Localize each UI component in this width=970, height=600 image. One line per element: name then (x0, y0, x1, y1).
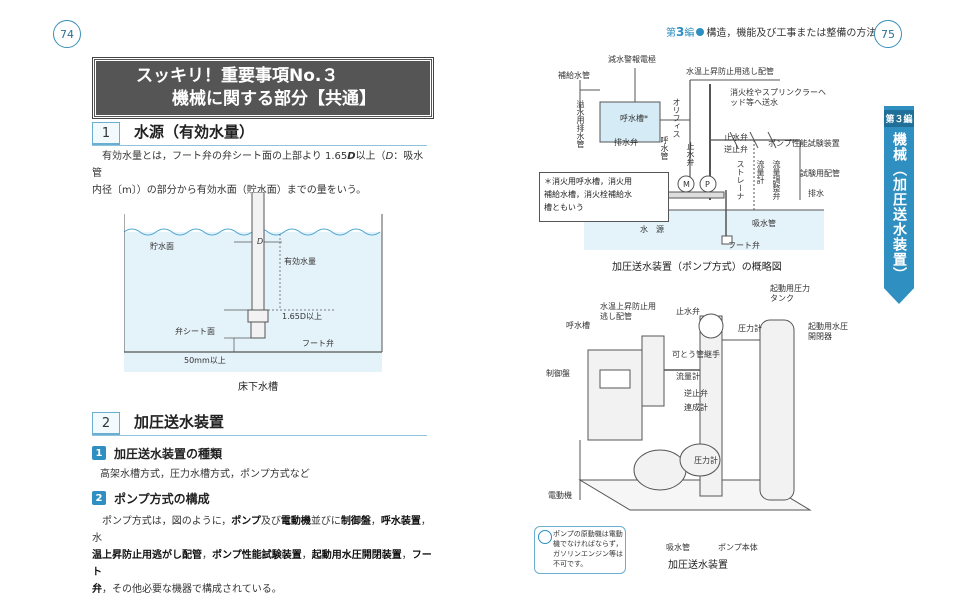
label-foot: フート弁 (728, 241, 760, 250)
label-overflow: 溢水用排水管 (576, 100, 585, 148)
label-source: 水 源 (640, 225, 664, 234)
label-flexible: 可とう管継手 (672, 350, 720, 359)
label-test-pipe: 試験用配管 (800, 169, 840, 178)
label-low-water: 減水警報電極 (608, 55, 656, 64)
label-gauge2: 圧力計 (694, 456, 718, 465)
side-tab-part: 第３編 (884, 110, 914, 127)
right-page-header: 第3編構造，機能及び工事または整備の方法 (666, 25, 877, 39)
label-D: D (257, 237, 264, 246)
page-title-box: スッキリ！重要事項No.３ 機械に関する部分【共通】 (92, 57, 434, 119)
label-valve-seat: 弁シート面 (175, 327, 215, 336)
label-pump-body: ポンプ本体 (718, 543, 758, 552)
label-165D: 1.65D以上 (282, 312, 322, 321)
label-gauge: 圧力計 (738, 324, 762, 333)
label-flow-meter: 流量計 (756, 160, 765, 184)
label-flowmeter: 流量計 (676, 372, 700, 381)
note-lens-icon (538, 530, 552, 544)
label-priming-tank: 呼水槽 (566, 321, 590, 330)
right-page-number: 75 (874, 20, 902, 48)
label-drain: 排水 (808, 189, 824, 198)
water-tank-diagram (124, 192, 383, 372)
side-tab: 第３編 機械（加圧送水装置） (884, 106, 914, 304)
label-motor: 電動機 (548, 491, 572, 500)
label-orifice: オリフィス (672, 98, 681, 138)
sub2-number: 2 (92, 491, 106, 505)
label-check: 逆止弁 (684, 389, 708, 398)
sub1-number: 1 (92, 446, 106, 460)
label-suction: 吸水管 (752, 219, 776, 228)
side-tab-title: 機械（加圧送水装置） (891, 132, 907, 282)
label-check-valve: 逆止弁 (724, 145, 748, 154)
label-50mm: 50mm以上 (184, 356, 226, 365)
label-to-hydrant: 消火栓やスプリンクラーヘッド等へ送水 (730, 88, 826, 107)
sub1-heading: 加圧送水装置の種類 (114, 447, 223, 461)
section1-text: 有効水量とは，フート弁の弁シート面の上部より 1.65D以上（D：吸水管 内径〔… (92, 151, 424, 196)
label-pump-P: P (705, 180, 710, 189)
label-drain-valve: 排水弁 (614, 138, 638, 147)
diagram2-caption: 加圧送水装置 (668, 560, 728, 571)
label-relief: 水温上昇防止用逃し配管 (600, 302, 656, 321)
section2-number: 2 (92, 412, 120, 435)
label-motor-M: M (683, 180, 690, 189)
label-effective-volume: 有効水量 (284, 257, 316, 266)
diagram2-caption-top: 加圧送水装置（ポンプ方式）の概略図 (612, 262, 782, 273)
label-water-surface: 貯水面 (150, 242, 174, 251)
title-line1: スッキリ！重要事項No.３ (136, 66, 339, 86)
label-suction2: 吸水管 (666, 543, 690, 552)
label-flow-adj: 流量調整弁 (772, 160, 781, 200)
section2-underline (92, 435, 427, 436)
label-perf-pipe: ポンプ性能試験装置 (768, 139, 840, 148)
label-stop: 止水弁 (676, 307, 700, 316)
label-strainer: ストレーナ (736, 160, 745, 200)
sub2-heading: ポンプ方式の構成 (114, 492, 210, 506)
header-dot-icon (696, 28, 705, 36)
label-control: 制御盤 (546, 369, 570, 378)
sub1-text: 高架水槽方式，圧力水槽方式，ポンプ方式など (100, 469, 310, 480)
pump-unit-illustration (578, 313, 812, 511)
label-tank: 呼水槽* (620, 114, 648, 123)
label-pressure-tank: 起動用圧力タンク (770, 284, 810, 303)
section2-heading: 加圧送水装置 (134, 413, 225, 431)
label-starter: 起動用水圧開閉器 (808, 322, 848, 341)
section1-underline (92, 145, 427, 146)
label-stop-valve2: 止水弁 (724, 133, 748, 142)
section1-heading: 水源（有効水量） (134, 123, 255, 141)
label-priming-pipe: 呼水管 (660, 136, 669, 160)
diagram1-note: ＊消火用呼水槽，消火用 補給水槽，消火栓補給水 槽ともいう (539, 172, 669, 222)
label-relief-pipe: 水温上昇防止用逃し配管 (686, 67, 774, 76)
sub2-text: ポンプ方式は，図のように，ポンプ及び電動機並びに制御盤，呼水装置，水 温上昇防止… (92, 516, 432, 595)
section1-number: 1 (92, 122, 120, 145)
diagram1-caption: 床下水槽 (238, 382, 278, 393)
label-supply-pipe: 補給水管 (558, 71, 590, 80)
label-stop-valve: 止水弁 (686, 142, 695, 166)
title-line2: 機械に関する部分【共通】 (172, 89, 376, 109)
diagram2-note: ポンプの原動機は電動機でなければならず，ガソリンエンジン等は不可です。 (534, 526, 626, 574)
left-page-number: 74 (53, 20, 81, 48)
label-vacuum: 連成計 (684, 403, 708, 412)
label-foot-valve: フート弁 (302, 339, 334, 348)
